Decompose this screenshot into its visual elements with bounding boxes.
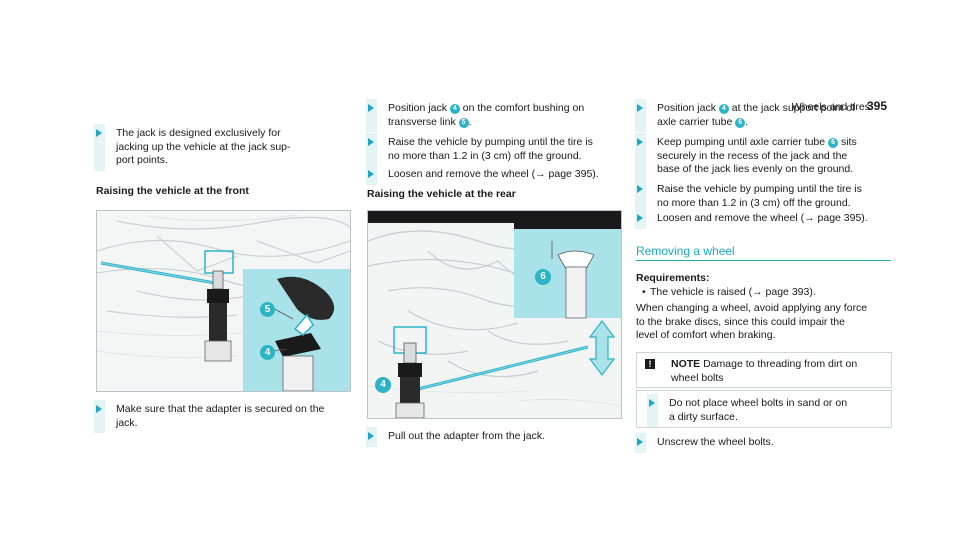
arrow-bullet-icon (637, 104, 643, 112)
step-raise-rear: Raise the vehicle by pumping until the t… (631, 180, 919, 214)
arrow-bullet-icon (637, 138, 643, 146)
step-text: Do not place wheel bolts in sand or on a… (669, 397, 848, 423)
step-keep-pumping: Keep pumping until axle carrier tube 6 s… (631, 133, 919, 180)
step-loosen-rear: Loosen and remove the wheel (→ page 395)… (631, 209, 919, 229)
arrow-bullet-icon (368, 432, 374, 440)
step-marker-bar (647, 394, 658, 428)
callout-6: 6 (535, 269, 551, 285)
arrow-bullet-icon (637, 438, 643, 446)
step-text: Position jack 4 on the comfort bushing o… (388, 102, 585, 128)
paragraph-brake-discs: When changing a wheel, avoid applying an… (636, 302, 868, 342)
heading-removing-wheel: Removing a wheel (636, 244, 735, 258)
front-jack-illustration (97, 211, 350, 391)
step-unscrew: Unscrew the wheel bolts. (631, 433, 919, 453)
step-intro: The jack is designed exclusively for jac… (90, 124, 366, 171)
callout-6-inline: 6 (735, 117, 746, 128)
arrow-bullet-icon (649, 399, 655, 407)
page-number: 395 (866, 99, 887, 113)
callout-4-inline: 4 (449, 104, 460, 114)
requirement-item: • The vehicle is raised (→ page 393). (642, 286, 816, 298)
step-marker-bar (635, 133, 646, 180)
callout-4-inline: 4 (718, 104, 729, 114)
step-marker-bar (94, 400, 105, 434)
step-pull-adapter: Pull out the adapter from the jack. (362, 427, 648, 447)
step-text: Unscrew the wheel bolts. (657, 436, 774, 448)
step-position-jack-rear: Position jack 4 at the jack support poin… (631, 99, 919, 133)
heading-raising-front: Raising the vehicle at the front (96, 185, 249, 197)
arrow-bullet-icon (96, 405, 102, 413)
step-marker-bar (635, 99, 646, 133)
step-text: Raise the vehicle by pumping until the t… (388, 136, 593, 162)
arrow-bullet-icon (368, 138, 374, 146)
requirements-label: Requirements: (636, 272, 710, 284)
step-text: Raise the vehicle by pumping until the t… (657, 183, 862, 209)
step-text: Loosen and remove the wheel (→ page 395)… (657, 212, 868, 224)
arrow-bullet-icon (637, 185, 643, 193)
step-no-sand: Do not place wheel bolts in sand or on a… (643, 394, 905, 428)
figure-front-jack: 5 4 (96, 210, 351, 392)
note-step-box: Do not place wheel bolts in sand or on a… (636, 390, 892, 428)
arrow-bullet-icon (637, 214, 643, 222)
rear-jack-illustration (368, 211, 621, 418)
step-text: The jack is designed exclusively for jac… (116, 127, 291, 167)
bullet-dot-icon: • (642, 286, 646, 298)
note-box: ! NOTE Damage to threading from dirt on … (636, 352, 892, 388)
figure-rear-jack: 6 4 (367, 210, 622, 419)
step-marker-bar (94, 124, 105, 171)
arrow-bullet-icon (96, 129, 102, 137)
callout-6-inline: 6 (828, 138, 839, 148)
step-raise-front: Raise the vehicle by pumping until the t… (362, 133, 650, 167)
arrow-bullet-icon (368, 104, 374, 112)
callout-4: 4 (375, 377, 391, 393)
callout-5: 5 (260, 302, 275, 317)
step-adapter: Make sure that the adapter is secured on… (90, 400, 376, 434)
step-marker-bar (635, 180, 646, 214)
arrow-bullet-icon (368, 170, 374, 178)
callout-5-inline: 5 (458, 117, 469, 128)
step-text: Pull out the adapter from the jack. (388, 430, 546, 442)
step-text: Position jack 4 at the jack support poin… (657, 102, 855, 128)
section-divider (636, 260, 891, 261)
step-text: Make sure that the adapter is secured on… (116, 403, 325, 429)
step-position-jack-front: Position jack 4 on the comfort bushing o… (362, 99, 648, 133)
step-text: Keep pumping until axle carrier tube 6 s… (657, 136, 857, 176)
note-label: NOTE (671, 358, 701, 370)
heading-raising-rear: Raising the vehicle at the rear (367, 188, 516, 200)
running-header-title: Wheels and tires (791, 101, 870, 113)
step-marker-bar (366, 99, 377, 133)
step-loosen-front: Loosen and remove the wheel (→ page 395)… (362, 165, 650, 185)
callout-4: 4 (260, 345, 275, 360)
step-marker-bar (366, 133, 377, 167)
warning-exclamation-icon: ! (645, 359, 655, 369)
note-content: NOTE Damage to threading from dirt on wh… (671, 358, 858, 384)
step-text: Loosen and remove the wheel (→ page 395)… (388, 168, 599, 180)
